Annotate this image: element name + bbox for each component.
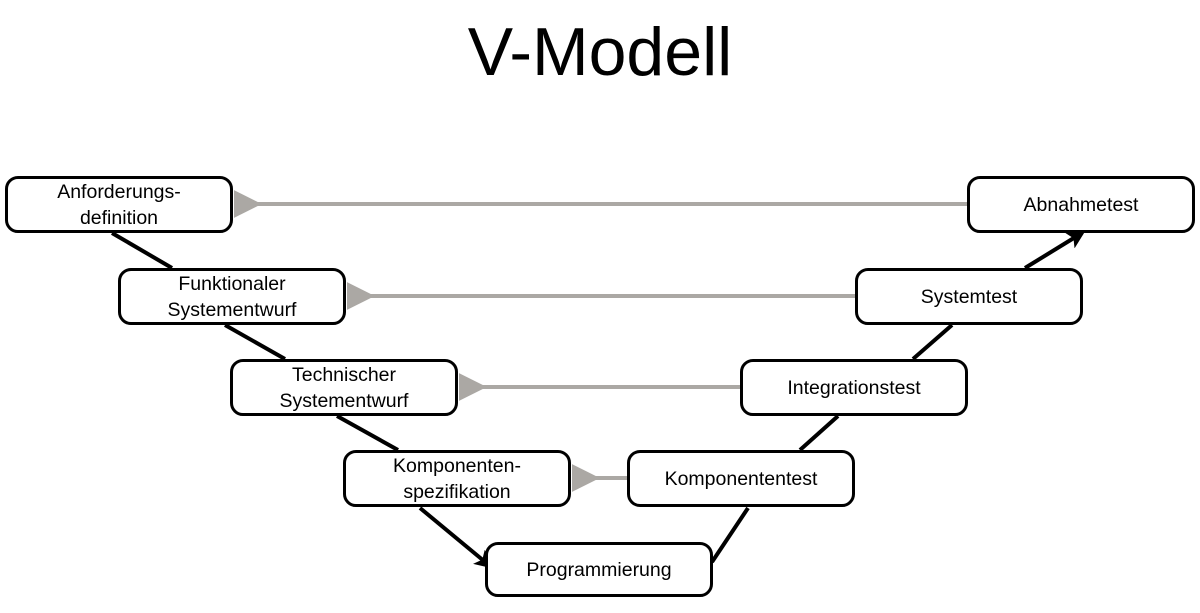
node-komponententest[interactable]: Komponententest: [627, 450, 855, 507]
node-technischer-systementwurf[interactable]: Technischer Systementwurf: [230, 359, 458, 416]
page-title: V-Modell: [467, 14, 733, 90]
node-label: Systemtest: [920, 285, 1018, 308]
node-systemtest[interactable]: Systemtest: [855, 268, 1083, 325]
feedback-edge-layer: [233, 190, 967, 492]
node-label: Funktionaler Systementwurf: [167, 272, 297, 321]
flow-edge-systemtest-to-abnahmetest: [1023, 230, 1086, 270]
node-label: Integrationstest: [787, 376, 921, 399]
node-abnahmetest[interactable]: Abnahmetest: [967, 176, 1195, 233]
node-integrationstest[interactable]: Integrationstest: [740, 359, 968, 416]
flow-edge-komponentenspezifikation-to-programmierung: [418, 506, 494, 569]
flow-edge-anforderungsdefinition-to-funktionaler-systementwurf: [110, 231, 174, 270]
node-label: Abnahmetest: [1023, 193, 1139, 216]
flow-edge-komponententest-to-integrationstest: [798, 414, 840, 452]
node-label: Anforderungs- definition: [57, 180, 181, 229]
flow-edge-programmierung-to-komponententest: [710, 506, 750, 564]
node-label: Komponenten- spezifikation: [393, 454, 521, 503]
node-anforderungsdefinition[interactable]: Anforderungs- definition: [5, 176, 233, 233]
node-label: Programmierung: [526, 558, 672, 581]
flow-edge-funktionaler-systementwurf-to-technischer-systementwurf: [224, 323, 286, 361]
node-label: Technischer Systementwurf: [279, 363, 409, 412]
flow-edge-integrationstest-to-systemtest: [911, 323, 954, 361]
node-komponentenspezifikation[interactable]: Komponenten- spezifikation: [343, 450, 571, 507]
node-programmierung[interactable]: Programmierung: [485, 542, 713, 597]
flow-edge-technischer-systementwurf-to-komponentenspezifikation: [336, 414, 399, 452]
node-label: Komponententest: [664, 467, 818, 490]
node-funktionaler-systementwurf[interactable]: Funktionaler Systementwurf: [118, 268, 346, 325]
